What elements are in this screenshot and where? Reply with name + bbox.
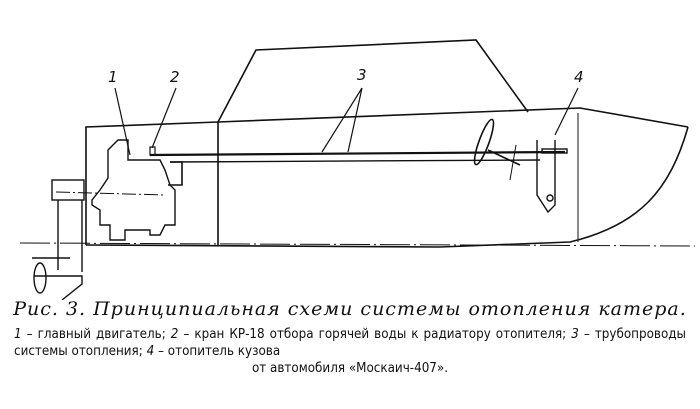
legend-text: – трубопроводы системы отопления; — [14, 327, 686, 359]
heater-unit — [536, 140, 568, 214]
stern-drive — [32, 179, 85, 300]
leader-lines — [114, 87, 579, 156]
cabin-outline — [217, 39, 529, 123]
hull-outline — [85, 107, 689, 248]
figure-caption-title: Рис. 3. Принципиальная схеми системы ото… — [13, 298, 687, 320]
callout-2: 2 — [170, 68, 180, 86]
engine — [55, 139, 176, 241]
legend-text: – главный двигатель; — [21, 327, 171, 342]
legend-num: 4 — [146, 344, 155, 359]
callout-3: 3 — [357, 66, 367, 84]
heating-pipes — [149, 146, 566, 186]
steering-wheel — [473, 118, 521, 181]
legend-tail: от автомобиля «Москаич-407». — [251, 361, 449, 376]
legend-text: – кран КР-18 отбора горячей воды к радиа… — [178, 327, 572, 342]
boat-heating-diagram — [19, 39, 696, 300]
figure-legend: 1 – главный двигатель; 2 – кран КР-18 от… — [14, 326, 686, 377]
waterline — [19, 242, 696, 247]
legend-text: – отопитель кузова — [154, 344, 281, 359]
legend-num: 3 — [571, 327, 579, 342]
callout-4: 4 — [574, 68, 584, 86]
callout-1: 1 — [108, 68, 118, 86]
legend-num: 1 — [14, 327, 22, 342]
legend-num: 2 — [170, 327, 179, 342]
